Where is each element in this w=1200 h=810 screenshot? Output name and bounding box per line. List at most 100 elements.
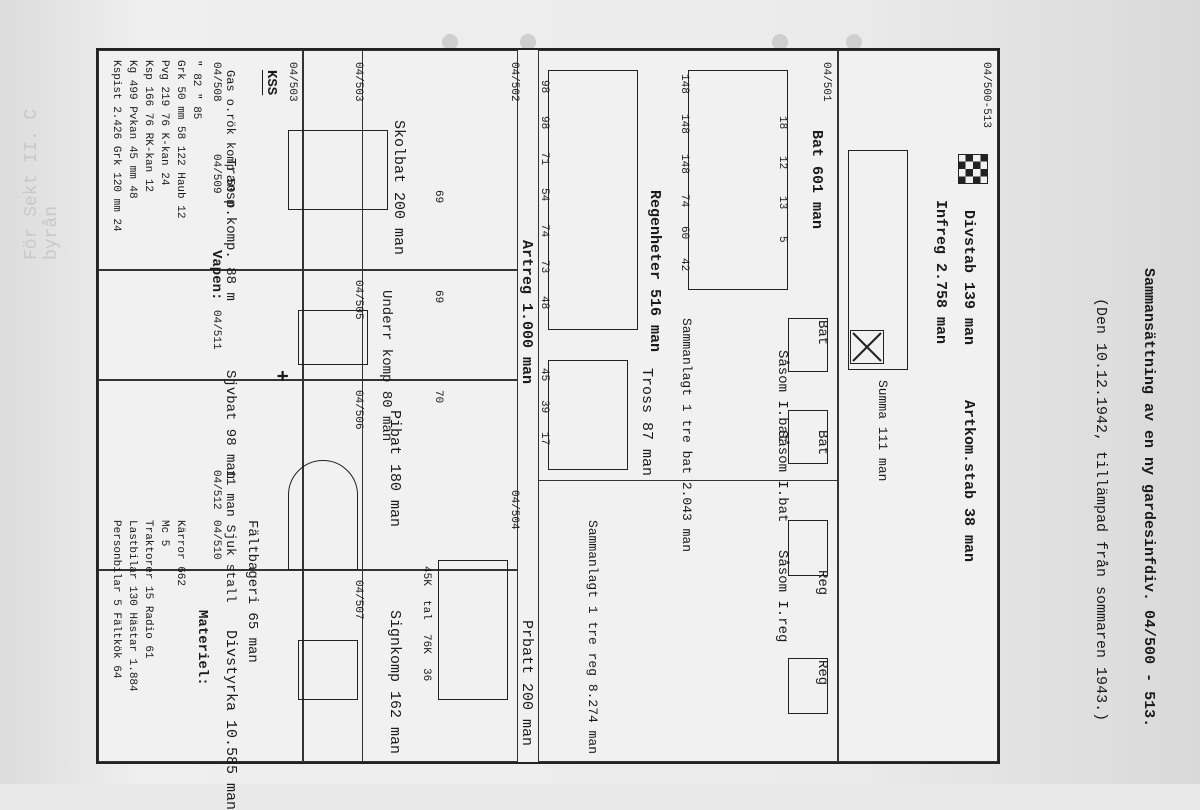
vapen-line: Ksp 166 76 RK-kan 12 <box>142 60 154 193</box>
pibat: Pibat 180 man <box>386 410 403 528</box>
code-506: 04/506 <box>352 390 364 430</box>
summa: Summa 111 man <box>875 380 890 482</box>
prbatt-label: 45K <box>420 566 432 586</box>
cross-box-icon <box>850 330 884 364</box>
artreg-number: 69 <box>432 290 444 304</box>
infreg: Infreg 2.758 man <box>932 200 949 345</box>
underr-komp: Underr komp 80 man <box>378 290 394 442</box>
code-503b: 04/503 <box>352 62 364 102</box>
bat-number: 18 <box>776 116 788 130</box>
reg-number: 73 <box>538 260 550 274</box>
code-504: 04/504 <box>508 490 520 530</box>
regenheter: Regenheter 516 man <box>646 190 663 353</box>
divstab: Divstab 139 man <box>960 210 977 346</box>
sjvbat: Sjvbat 98 man <box>222 370 238 480</box>
artreg-number: 70 <box>432 390 444 404</box>
kss-label: KSS <box>263 70 279 96</box>
reg-number: 98 <box>538 80 550 94</box>
code-509: 04/509 <box>210 154 222 194</box>
tross: Tross 87 man <box>638 368 655 477</box>
code-511: 04/511 <box>210 310 222 350</box>
code-503: 04/503 <box>286 62 298 102</box>
bat601: Bat 601 man <box>808 130 825 230</box>
prbatt-label: tal <box>420 600 432 620</box>
infreg-stab-grid <box>848 150 908 370</box>
reg-number: 74 <box>538 224 550 238</box>
punch-hole <box>520 34 536 50</box>
prbatt-grid <box>438 560 508 700</box>
materiel-line: Kärror 662 <box>174 520 186 587</box>
transp-komp: Transp.komp. 88 m <box>222 158 238 301</box>
reg-number: 54 <box>538 188 550 202</box>
materiel-line: Lastbilar 130 Hästar 1.884 <box>126 520 138 692</box>
reg-label-2: Reg <box>814 660 830 686</box>
punch-hole <box>442 34 458 50</box>
prbatt: Prbatt 200 man <box>518 620 535 747</box>
materiel-line: Personbilar 5 Fältkök 64 <box>110 520 122 679</box>
signkomp-box <box>98 570 518 762</box>
bat-number: 74 <box>678 194 690 208</box>
code-502: 04/502 <box>508 62 520 102</box>
faltbageri: Fältbageri 65 man <box>244 520 260 663</box>
reg-number: 48 <box>538 296 550 310</box>
reg-number: 98 <box>538 116 550 130</box>
gas-komp: Gas o.rök komp 50 m <box>223 70 237 207</box>
division-flag-icon <box>958 154 988 184</box>
bat-number: 148 <box>678 154 690 174</box>
skolbat-symbol <box>288 130 388 210</box>
vapen-line: Kspist 2.426 Grk 120 mm 24 <box>110 60 122 232</box>
vapen-title: Vapen: <box>208 250 224 301</box>
signkomp: Signkomp 162 man <box>386 610 403 755</box>
divstyrka: Divstyrka 10.585 man <box>222 630 239 810</box>
tross-number: 45 <box>538 368 550 382</box>
bat-number: 5 <box>776 236 788 243</box>
reg-copy-area <box>538 480 838 762</box>
bat-label-2: Bat <box>814 430 830 456</box>
reg-box-2 <box>788 658 828 714</box>
code-505: 04/505 <box>352 280 364 320</box>
artreg-number: 69 <box>432 190 444 204</box>
bat-number: 13 <box>776 196 788 210</box>
code-508: 04/508 <box>210 62 222 102</box>
signkomp-symbol <box>298 640 358 700</box>
bat-number: 12 <box>776 156 788 170</box>
document-subtitle: (Den 10.12.1942, tillämpad från sommaren… <box>1092 298 1109 722</box>
materiel-line: Traktorer 15 Radio 61 <box>142 520 154 659</box>
sammanlagt-bat: Sammanlagt 1 tre bat 2.043 man <box>679 318 694 553</box>
code-500-513: 04/500-513 <box>980 62 992 129</box>
stab-column <box>838 50 998 762</box>
sammanlagt-reg: Sammanlagt 1 tre reg 8.274 man <box>585 520 600 755</box>
vapen-line: Pvg 219 76 K-kan 24 <box>158 60 170 186</box>
materiel-line: Mc 5 <box>158 520 170 547</box>
reg-label: Reg <box>814 570 830 596</box>
bat-box-2 <box>788 410 828 464</box>
punch-hole <box>772 34 788 50</box>
org-chart-sheet: Kspist 2.426 Grk 120 mm 24 Kg 499 Pvkan … <box>96 48 1000 810</box>
reg-box <box>788 520 828 576</box>
regenheter-grid <box>548 70 638 330</box>
vapen-line: Grk 50 mm 58 122 Haub 12 <box>174 60 186 219</box>
margin-note: För Sekt II. C byrån <box>22 108 62 260</box>
bat-same-2: Såsom I.bat <box>774 430 790 523</box>
bat-label: Bat <box>814 320 830 346</box>
bat-same: Såsom I.bat <box>774 350 790 443</box>
bat-number: 148 <box>678 114 690 134</box>
vapen-line: " 82 " 85 <box>190 60 202 120</box>
code-510: 04/510 <box>210 520 222 560</box>
bat-number: 60 <box>678 226 690 240</box>
materiel-title: Materiel: <box>194 610 210 686</box>
bat-box <box>788 318 828 372</box>
underr-symbol <box>298 310 368 365</box>
tross-number: 17 <box>538 432 550 446</box>
tross-grid <box>548 360 628 470</box>
artreg: Artreg 1.000 man <box>518 240 535 385</box>
document-title: Sammansättning av en ny gardesinfdiv. 04… <box>1140 268 1157 728</box>
skolbat-box <box>98 50 518 270</box>
pibat-symbol <box>288 460 358 570</box>
prbatt-label: 36 <box>420 668 432 682</box>
tross-number: 39 <box>538 400 550 414</box>
code-501: 04/501 <box>820 62 832 102</box>
punch-hole <box>846 34 862 50</box>
artkom-stab: Artkom.stab 38 man <box>960 400 977 563</box>
skolbat: Skolbat 200 man <box>390 120 407 256</box>
